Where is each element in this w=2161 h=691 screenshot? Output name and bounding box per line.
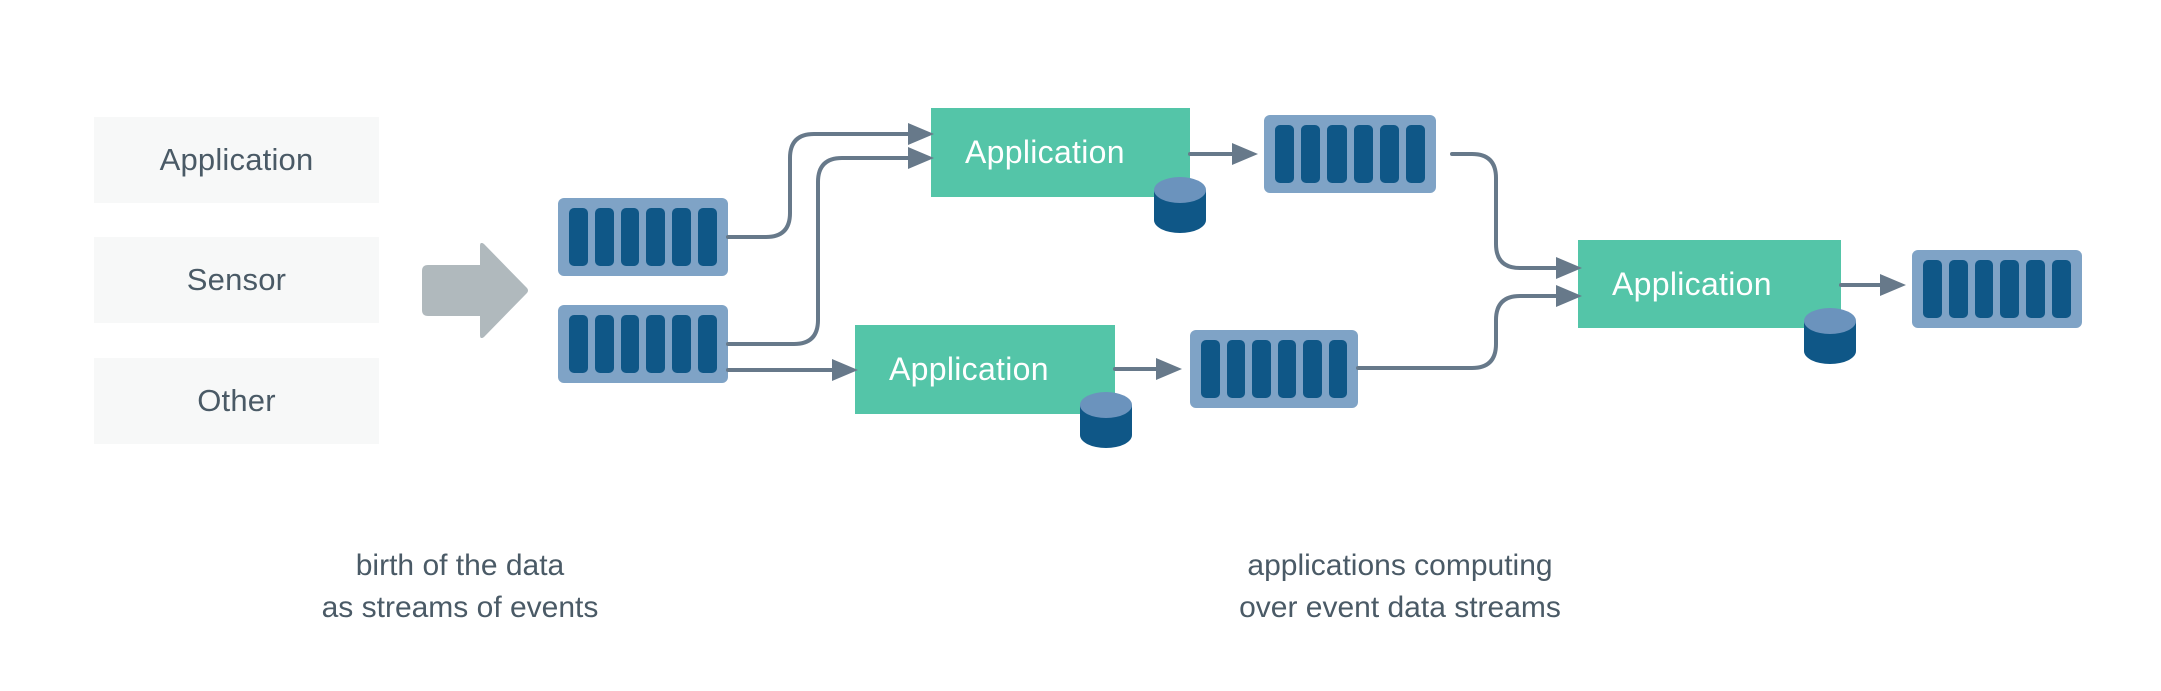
stream-bar <box>698 315 717 373</box>
stream-bar <box>1974 260 1994 318</box>
stream-bar <box>620 208 640 266</box>
stream-bar <box>569 208 588 266</box>
stream-bar <box>1923 260 1942 318</box>
application-top[interactable]: Application <box>931 108 1190 197</box>
stream-bar <box>2052 260 2071 318</box>
stream-bar <box>1226 340 1245 398</box>
wire-source-bottom-to-app-top <box>726 156 914 346</box>
application-label: Application <box>1612 265 1772 302</box>
database-icon-top <box>1152 177 1208 233</box>
caption-right: applications computing over event data s… <box>1239 549 1561 624</box>
application-right[interactable]: Application <box>1578 240 1841 328</box>
source-box-sensor: Sensor <box>94 237 379 323</box>
source-label: Application <box>159 142 314 177</box>
stream-bar <box>1277 340 1296 398</box>
database-icon-bottom <box>1078 392 1134 448</box>
stream-bar <box>1252 340 1271 398</box>
stream-bar <box>2026 260 2046 318</box>
stream-bar <box>1303 340 1322 398</box>
caption-left: birth of the data as streams of events <box>321 549 599 624</box>
arrowhead <box>1156 358 1182 380</box>
stream-bar <box>1328 340 1347 398</box>
source-label: Other <box>197 383 276 418</box>
application-label: Application <box>889 351 1049 387</box>
stream-bar <box>646 315 666 373</box>
stream-bar <box>620 315 640 373</box>
stream-bar <box>2000 260 2020 318</box>
source-label: Sensor <box>186 262 287 297</box>
arrowhead <box>1880 274 1906 296</box>
stream-bar <box>1301 125 1321 183</box>
application-label: Application <box>965 134 1125 170</box>
stream-bar <box>672 208 692 266</box>
source-stream-top <box>558 198 728 276</box>
stream-bar <box>1948 260 1968 318</box>
stream-bar <box>594 315 614 373</box>
stream-bar <box>1379 125 1399 183</box>
arrowhead <box>1232 143 1258 165</box>
stream-bar <box>1353 125 1373 183</box>
wire-stream1-to-app-right <box>1450 152 1562 270</box>
stream-bar <box>698 208 717 266</box>
stream-app2-output <box>1190 330 1358 408</box>
database-icon-right <box>1802 308 1858 364</box>
source-box-application: Application <box>94 117 379 203</box>
source-stream-bottom <box>558 305 728 383</box>
stream-bar <box>594 208 614 266</box>
big-grey-arrow-icon <box>418 242 530 339</box>
stream-bar <box>646 208 666 266</box>
wire-source-top-to-app-top <box>726 132 914 239</box>
stream-app1-output <box>1264 115 1436 193</box>
stream-bar <box>1275 125 1295 183</box>
stream-bar <box>569 315 588 373</box>
stream-bar <box>672 315 692 373</box>
source-box-other: Other <box>94 358 379 444</box>
wire-stream2-to-app-right <box>1356 294 1562 370</box>
stream-bar <box>1405 125 1426 183</box>
stream-bar <box>1201 340 1220 398</box>
application-bottom[interactable]: Application <box>855 325 1115 414</box>
stream-final-output <box>1912 250 2082 328</box>
stream-bar <box>1327 125 1347 183</box>
